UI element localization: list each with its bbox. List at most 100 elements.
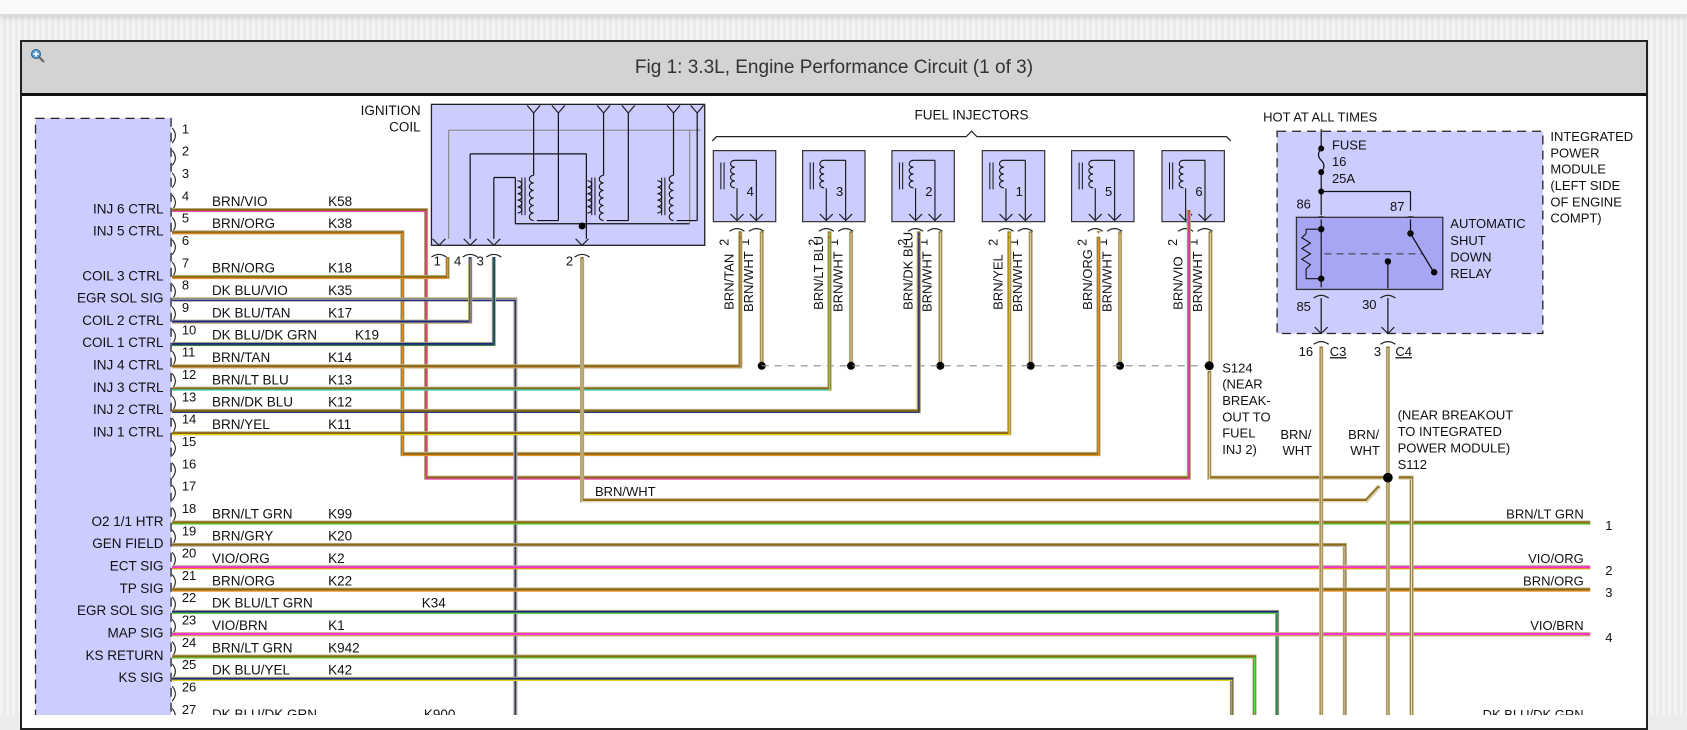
circuit-id-label: K20 — [328, 529, 352, 544]
pcm-pin-number: 6 — [182, 233, 189, 248]
right-output-wire-label: VIO/ORG — [1528, 551, 1584, 566]
coil-connector-terminal-icon — [485, 253, 502, 258]
injector-pin-number: 2 — [896, 239, 910, 246]
pcm-pin-number: 11 — [182, 345, 196, 360]
wire-stripe — [172, 237, 741, 369]
pcm-pin-number: 25 — [182, 657, 196, 672]
pcm-pin-terminal-icon — [171, 417, 176, 434]
right-output-pin: 2 — [1605, 563, 1612, 578]
wire-s112-out — [1398, 475, 1414, 715]
coil-pin-number: 2 — [566, 254, 573, 269]
injector-terminal-icon — [1087, 228, 1104, 232]
pcm-pin-number: 4 — [182, 188, 189, 203]
pcm-pin-terminal-icon — [171, 261, 176, 278]
circuit-id-label: K12 — [328, 395, 352, 410]
injector-wire-label: BRN/ORG — [1080, 249, 1095, 310]
primary-winding-icon — [587, 180, 593, 214]
relay-coil-dot — [1317, 275, 1325, 282]
coil-pin-arrow-icon — [432, 238, 446, 247]
pcm-pin-label: GEN FIELD — [92, 536, 164, 551]
wire-outline — [172, 542, 1347, 715]
pcm-pin-number: 13 — [182, 389, 196, 404]
wire-stripe — [172, 233, 1100, 456]
injector-feed-splice-dot — [1026, 361, 1035, 370]
injector-feed-splice-dot — [936, 361, 945, 370]
wire-base — [172, 677, 1234, 715]
injector-wire-label: BRN/YEL — [991, 254, 1006, 310]
coil-pin-arrow-icon — [463, 238, 478, 247]
circuit-id-label: K34 — [422, 596, 447, 611]
pcm-pin-number: 19 — [182, 523, 196, 538]
circuit-id-label: K58 — [328, 194, 352, 209]
wire-pin22-dk-blu-lt-grn — [172, 609, 1280, 715]
circuit-id-label: K42 — [328, 663, 352, 678]
s112-label: S112 — [1398, 457, 1427, 472]
injector-wire-label: BRN/DK BLU — [900, 232, 915, 310]
pcm-pin-label: EGR SOL SIG — [77, 603, 164, 618]
s124-label: INJ 2) — [1222, 442, 1257, 457]
pcm-pin-label: COIL 3 CTRL — [82, 268, 164, 283]
injector-pin-arrow-icon — [838, 213, 853, 222]
pcm-pin-terminal-icon — [171, 641, 176, 657]
pcm-pin-terminal-icon — [171, 663, 176, 680]
top-strip — [0, 0, 1687, 15]
circuit-id-label: K942 — [328, 640, 360, 655]
injector-pin-arrow-icon — [1107, 213, 1122, 222]
right-output-wire-label: BRN/ORG — [1523, 573, 1584, 588]
pcm-pin-terminal-icon — [171, 283, 176, 300]
injector-pin-number: 2 — [1076, 239, 1090, 246]
injector-pin-number: 1 — [916, 239, 930, 246]
s124-label: S124 — [1222, 360, 1252, 375]
injector-wire-label: BRN/VIO — [1170, 256, 1185, 309]
wire-color-label: VIO/ORG — [212, 551, 270, 566]
pcm-pin-label: INJ 5 CTRL — [93, 224, 164, 239]
wire-stripe — [172, 258, 471, 324]
injector-pin-number: 1 — [1096, 239, 1110, 246]
wire-pin12-brn-lt-blu — [172, 236, 832, 391]
pcm-pin-number: 12 — [182, 367, 196, 382]
relay-label: SHUT — [1450, 233, 1485, 248]
pcm-pin-label: TP SIG — [120, 581, 164, 596]
wire-stripe — [172, 258, 449, 279]
wire-base — [172, 655, 1256, 715]
pcm-pin-label: INJ 4 CTRL — [93, 358, 164, 373]
pcm-pin-terminal-icon — [171, 574, 176, 590]
right-output-wire-label: BRN/LT GRN — [1506, 506, 1584, 521]
injector-feed-splice-dot — [1116, 361, 1125, 370]
injector-terminal-icon — [1017, 228, 1034, 232]
injector-pin-arrow-icon — [730, 213, 744, 222]
pcm-pin-terminal-icon — [171, 172, 176, 189]
fuel-injector-box — [981, 150, 1046, 223]
zoom-in-magnifier-icon[interactable] — [30, 48, 46, 64]
relay-contact-dot — [1430, 269, 1438, 276]
right-output-pin: 3 — [1605, 585, 1612, 600]
coil-connector-terminal-icon — [431, 253, 447, 258]
wire-pin20-vio-org — [172, 565, 1591, 570]
pcm-pin-number: 1 — [182, 121, 189, 136]
wire-coil-feed-brn-wht — [579, 257, 1381, 503]
wire-pin18-brn-lt-grn — [172, 520, 1591, 525]
ipm-wire-label: WHT — [1282, 443, 1312, 458]
s124-label: OUT TO — [1222, 409, 1270, 424]
wire-pin13-brn-dk-blu — [172, 236, 921, 414]
pcm-pin-terminal-icon — [171, 350, 176, 367]
pcm-pin-label: INJ 6 CTRL — [93, 201, 164, 216]
fuel-injector-box — [1070, 150, 1135, 223]
ipm-wire-label: BRN/ — [1280, 427, 1311, 442]
ipm-connector-name: C3 — [1330, 344, 1347, 359]
wire-color-label: BRN/ORG — [212, 261, 275, 276]
injector-pin-number: 1 — [1007, 239, 1021, 246]
wire-stripe — [172, 679, 1233, 715]
pcm-pin-number: 24 — [182, 635, 196, 650]
ipm-label: INTEGRATED — [1550, 129, 1633, 144]
wire-stripe — [172, 237, 920, 413]
injector-group-brace — [711, 130, 1232, 142]
relay-coil-dot — [1317, 225, 1325, 233]
injector-pin-arrow-icon — [749, 213, 764, 222]
s112-note: (NEAR BREAKOUT — [1398, 408, 1514, 423]
injector-wire-label: BRN/WHT — [920, 251, 935, 312]
pcm-pin-number: 20 — [182, 546, 196, 561]
relay-pin-85: 85 — [1296, 299, 1310, 314]
wire-stripe — [581, 258, 1380, 503]
injector-feed-splice-dot — [847, 361, 856, 370]
